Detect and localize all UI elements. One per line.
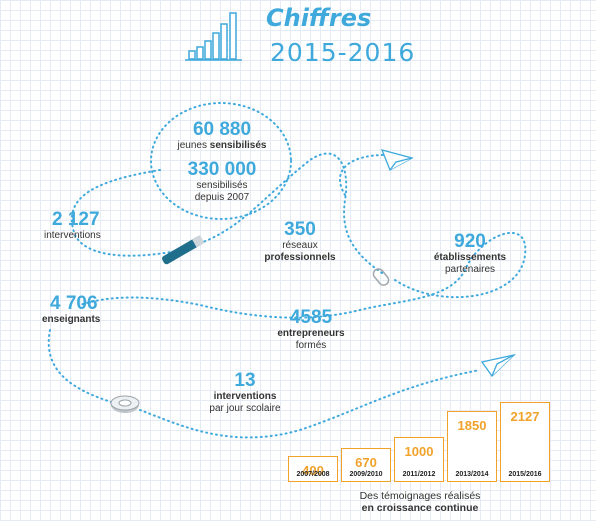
stat-entrepreneurs-value: 4585 — [289, 307, 333, 328]
stat-total-label-l1: sensibilisés — [196, 180, 248, 191]
stat-total-label-l2: depuis 2007 — [194, 192, 250, 203]
stat-interventions-jour: 13 interventions par jour scolaire — [195, 371, 295, 415]
stat-reseaux-label-l1: réseaux — [282, 240, 318, 251]
stat-enseignants-value: 4 706 — [50, 293, 98, 314]
paperclip-icon — [372, 268, 390, 286]
temoignages-bar-year: 2015/2016 — [508, 471, 542, 478]
stat-interventions: 2 127 interventions — [44, 209, 101, 242]
temoignages-bar: 1000 2011/2012 — [394, 437, 444, 482]
stat-jeunes-label-plain: jeunes — [177, 140, 210, 151]
pen-icon — [162, 235, 205, 265]
stat-reseaux-value: 350 — [284, 219, 316, 240]
temoignages-bar-year: 2013/2014 — [455, 471, 489, 478]
stat-enseignants-label: enseignants — [42, 314, 101, 325]
temoignages-bar-value: 2127 — [510, 409, 540, 424]
stat-etablissements-value: 920 — [454, 231, 486, 252]
temoignages-bar-value: 670 — [355, 454, 377, 470]
temoignages-bar: 1850 2013/2014 — [447, 410, 497, 482]
temoignages-bar-value: 1850 — [457, 417, 487, 433]
stat-etablissements-label-l1: établissements — [433, 252, 507, 263]
paper-plane-icon-2 — [480, 353, 517, 377]
stat-enseignants: 4 706 enseignants — [42, 293, 100, 326]
temoignages-bar-value: 400 — [302, 463, 324, 478]
stat-interventions-label: interventions — [44, 230, 101, 241]
stat-jeunes: 60 880 jeunes sensibilisés — [162, 120, 282, 152]
temoignages-bar-year: 2009/2010 — [349, 471, 383, 478]
bar-chart-icon — [185, 12, 242, 61]
stat-entrepreneurs: 4585 entrepreneurs formés — [256, 308, 366, 352]
temoignages-bar-value: 1000 — [404, 444, 434, 460]
temoignages-bar: 2127 2015/2016 — [500, 402, 550, 482]
stat-interventions-jour-label-l2: par jour scolaire — [209, 403, 281, 414]
stat-reseaux: 350 réseaux professionnels — [250, 220, 350, 264]
stat-interventions-jour-label-l1: interventions — [213, 391, 277, 402]
temoignages-bar-year: 2011/2012 — [402, 471, 436, 478]
temoignages-caption-l2: en croissance continue — [361, 502, 479, 514]
stat-jeunes-value: 60 880 — [192, 119, 252, 140]
stat-total-value: 330 000 — [187, 159, 257, 180]
stat-entrepreneurs-label-l2: formés — [295, 340, 327, 351]
stat-interventions-value: 2 127 — [52, 209, 100, 230]
stat-total: 330 000 sensibilisés depuis 2007 — [162, 160, 282, 204]
tape-roll-icon — [110, 395, 140, 413]
title-year: 2015-2016 — [270, 38, 416, 67]
stat-jeunes-label: jeunes sensibilisés — [162, 140, 282, 152]
stat-etablissements-label-l2: partenaires — [444, 264, 496, 275]
title-chiffres: Chiffres — [266, 4, 372, 32]
paper-plane-icon — [380, 149, 414, 171]
stat-entrepreneurs-label-l1: entrepreneurs — [277, 328, 345, 339]
stat-etablissements: 920 établissements partenaires — [420, 232, 520, 276]
temoignages-caption-l1: Des témoignages réalisés — [359, 490, 481, 502]
temoignages-bar-year: 2007/2008 — [296, 471, 330, 478]
stat-jeunes-label-bold: sensibilisés — [209, 140, 267, 151]
stat-interventions-jour-value: 13 — [234, 370, 256, 391]
stat-reseaux-label-l2: professionnels — [264, 252, 336, 263]
temoignages-caption: Des témoignages réalisés en croissance c… — [330, 490, 510, 514]
